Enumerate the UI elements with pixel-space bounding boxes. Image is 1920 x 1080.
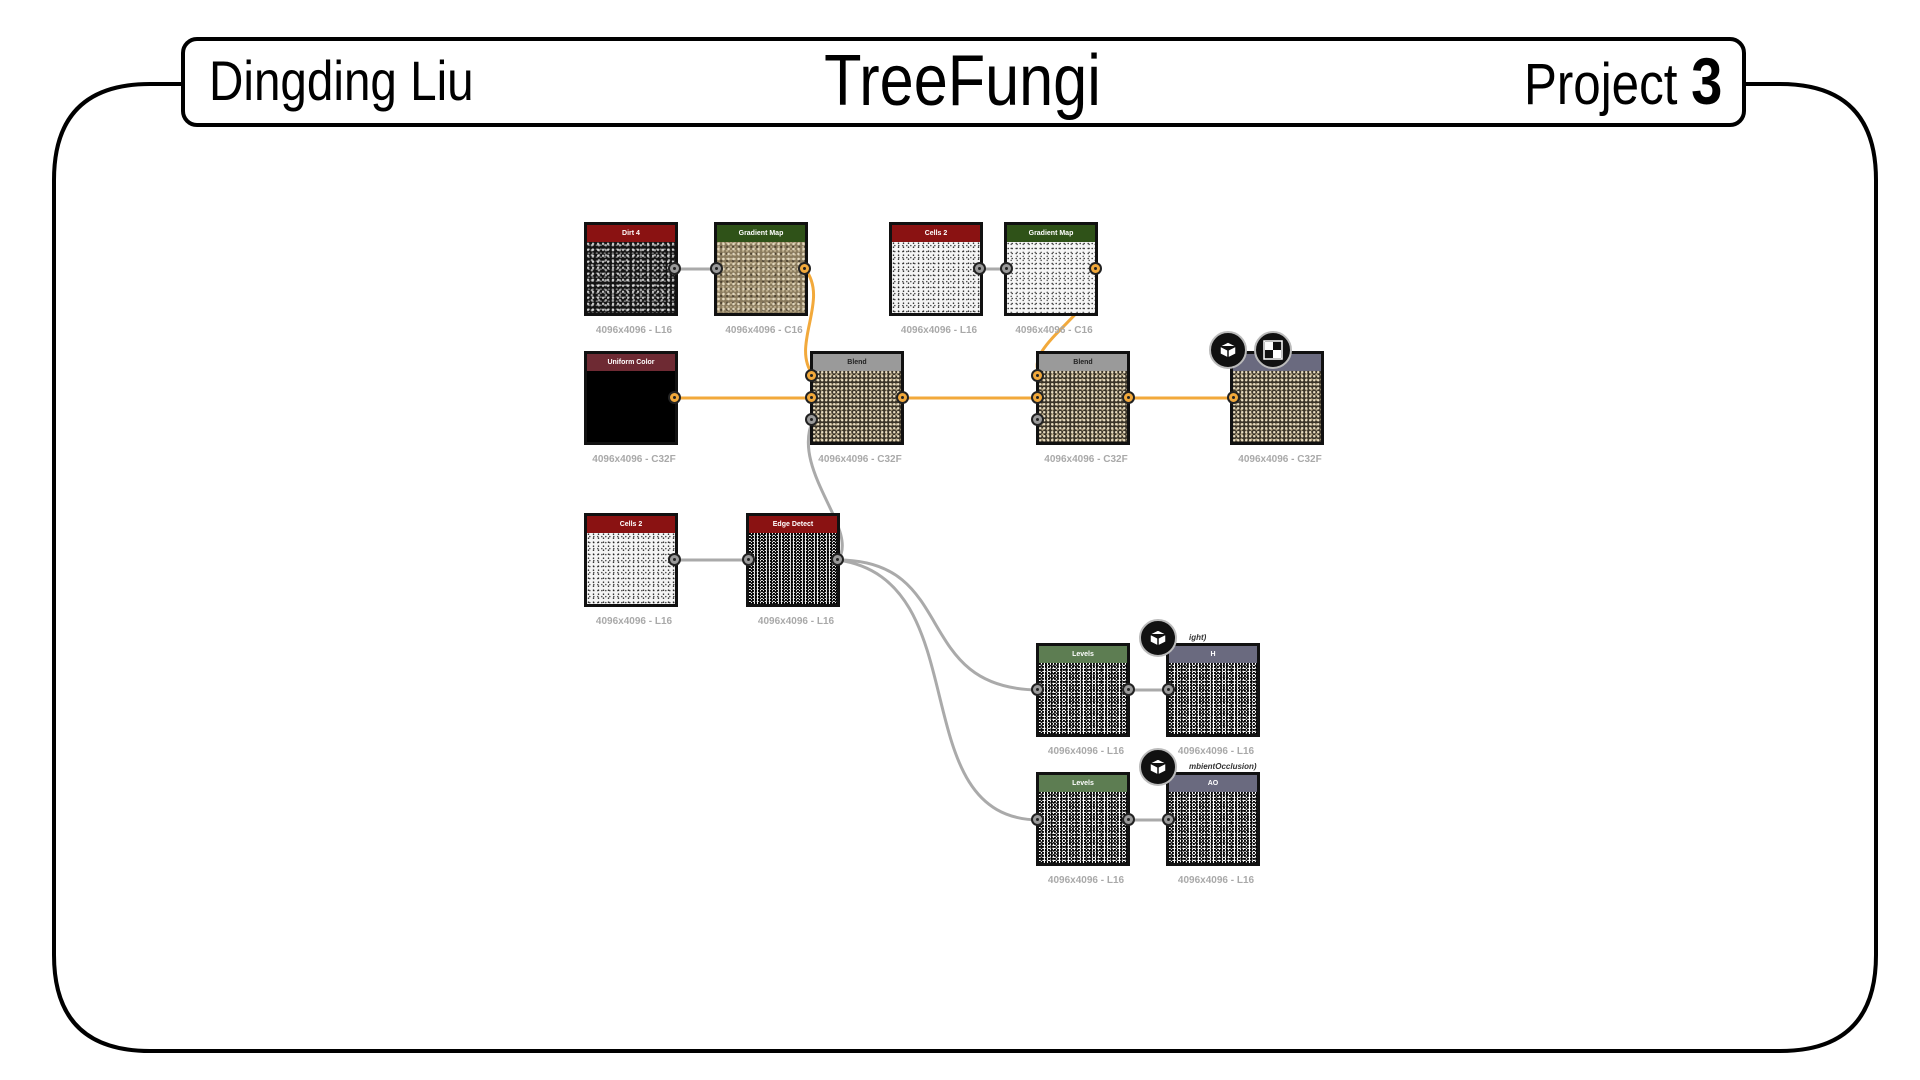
node-title: Gradient Map [1007,225,1095,242]
node-thumbnail [1039,792,1127,863]
port-cells2b-out[interactable] [668,553,681,566]
node-thumbnail [1039,371,1127,442]
node-thumbnail [1039,663,1127,734]
node-gradient-map-1[interactable]: Gradient Map 4096x4096 - C16 [714,222,808,336]
link-edge-levels1 [837,558,1041,692]
port-uniform-out[interactable] [668,391,681,404]
node-thumbnail [587,242,675,313]
node-title: Levels [1039,646,1127,663]
node-title: Gradient Map [717,225,805,242]
port-grad1-in[interactable] [710,262,723,275]
port-levels1-out[interactable] [1122,683,1135,696]
port-levels2-in[interactable] [1031,813,1044,826]
port-output-in[interactable] [1227,391,1240,404]
node-edge-detect[interactable]: Edge Detect 4096x4096 - L16 [746,513,840,627]
link-grad1-blend1 [803,268,816,376]
node-title: Dirt 4 [587,225,675,242]
header-bar: Dingding Liu TreeFungi Project 3 [181,38,1744,124]
node-caption: 4096x4096 - L16 [1047,875,1125,886]
port-blend2-mask[interactable] [1031,413,1044,426]
node-caption: 4096x4096 - C16 [725,325,803,336]
node-title: H [1169,646,1257,663]
node-caption: 4096x4096 - L16 [1177,875,1255,886]
port-ao-in[interactable] [1162,813,1175,826]
project-label: Project [1523,52,1678,117]
port-cells2a-out[interactable] [973,262,986,275]
node-thumbnail [749,533,837,604]
port-blend1-bg[interactable] [805,391,818,404]
node-caption: 4096x4096 - L16 [595,325,673,336]
author-name: Dingding Liu [209,49,474,112]
node-title: Cells 2 [587,516,675,533]
port-blend2-fg[interactable] [1031,369,1044,382]
node-thumbnail [1169,792,1257,863]
node-title: Cells 2 [892,225,980,242]
node-output-ao[interactable]: mbientOcclusion) AO 4096x4096 - L16 [1166,762,1260,886]
node-caption: 4096x4096 - L16 [1047,746,1125,757]
node-thumbnail [587,533,675,604]
project-title: TreeFungi [824,41,1101,121]
node-cells2-a[interactable]: Cells 2 4096x4096 - L16 [889,222,983,336]
port-edge-out[interactable] [831,553,844,566]
node-title: AO [1169,775,1257,792]
node-dirt4[interactable]: Dirt 4 4096x4096 - L16 [584,222,678,336]
node-levels-2[interactable]: Levels 4096x4096 - L16 [1036,772,1130,886]
port-blend2-out[interactable] [1122,391,1135,404]
port-blend2-bg[interactable] [1031,391,1044,404]
output-usage-label: mbientOcclusion) [1189,762,1257,771]
node-caption: 4096x4096 - C16 [1015,325,1093,336]
node-output-height[interactable]: ight) H 4096x4096 - L16 [1166,633,1260,757]
port-blend1-fg[interactable] [805,369,818,382]
port-blend1-out[interactable] [896,391,909,404]
node-caption: 4096x4096 - C32F [592,454,676,465]
node-caption: 4096x4096 - C32F [1044,454,1128,465]
cube-icon[interactable] [1209,331,1247,369]
node-title: Uniform Color [587,354,675,371]
node-caption: 4096x4096 - L16 [900,325,978,336]
port-levels2-out[interactable] [1122,813,1135,826]
node-blend-2[interactable]: Blend 4096x4096 - C32F [1036,351,1130,465]
node-gradient-map-2[interactable]: Gradient Map 4096x4096 - C16 [1004,222,1098,336]
output-usage-label: ight) [1189,633,1207,642]
link-edge-levels2 [837,558,1041,822]
node-caption: 4096x4096 - L16 [595,616,673,627]
checker-icon[interactable] [1254,331,1292,369]
node-caption: 4096x4096 - C32F [1238,454,1322,465]
node-caption: 4096x4096 - L16 [1177,746,1255,757]
port-dirt4-out[interactable] [668,262,681,275]
node-caption: 4096x4096 - C32F [818,454,902,465]
port-grad2-out[interactable] [1089,262,1102,275]
cube-icon[interactable] [1139,748,1177,786]
cube-icon[interactable] [1139,619,1177,657]
node-thumbnail [1007,242,1095,313]
port-blend1-mask[interactable] [805,413,818,426]
node-cells2-b[interactable]: Cells 2 4096x4096 - L16 [584,513,678,627]
port-height-in[interactable] [1162,683,1175,696]
node-thumbnail [892,242,980,313]
node-thumbnail [587,371,675,442]
link-edge-blend1 [806,419,844,561]
node-title: Blend [1039,354,1127,371]
node-thumbnail [1233,371,1321,442]
node-thumbnail [1169,663,1257,734]
node-uniform-color[interactable]: Uniform Color 4096x4096 - C32F [584,351,678,465]
node-title: Levels [1039,775,1127,792]
project-number: Project 3 [1524,38,1722,128]
node-caption: 4096x4096 - L16 [757,616,835,627]
port-grad2-in[interactable] [1000,262,1013,275]
node-title: Edge Detect [749,516,837,533]
node-levels-1[interactable]: Levels 4096x4096 - L16 [1036,643,1130,757]
node-title: Blend [813,354,901,371]
node-thumbnail [717,242,805,313]
node-blend-1[interactable]: Blend 4096x4096 - C32F [810,351,904,465]
port-edge-in[interactable] [742,553,755,566]
port-grad1-out[interactable] [798,262,811,275]
project-digit: 3 [1690,44,1722,118]
node-thumbnail [813,371,901,442]
port-levels1-in[interactable] [1031,683,1044,696]
